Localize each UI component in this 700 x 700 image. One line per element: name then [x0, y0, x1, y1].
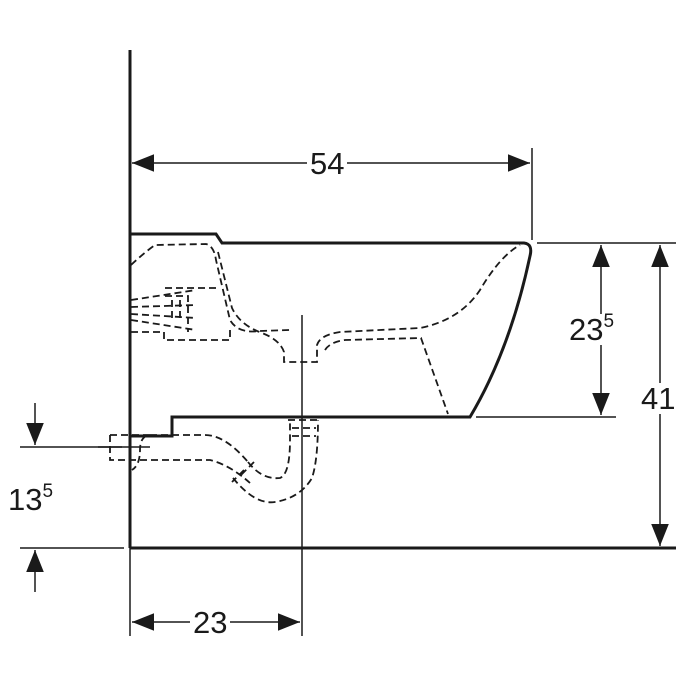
- dim-13-5-label: 135: [5, 481, 57, 517]
- dim-23-label: 23: [190, 605, 231, 640]
- dim-superscript: 5: [603, 311, 615, 332]
- dim-23-5-label: 235: [566, 311, 618, 347]
- dim-value: 23: [569, 312, 604, 347]
- hidden-lines: [109, 243, 521, 504]
- bidet-outline: [130, 232, 533, 438]
- dim-value: 23: [193, 605, 228, 640]
- dim-value: 13: [8, 482, 43, 517]
- dim-value: 54: [310, 146, 345, 181]
- dim-superscript: 5: [42, 481, 54, 502]
- dim-41-label: 41: [638, 381, 679, 416]
- dim-value: 41: [641, 381, 676, 416]
- dim-54-label: 54: [307, 146, 348, 181]
